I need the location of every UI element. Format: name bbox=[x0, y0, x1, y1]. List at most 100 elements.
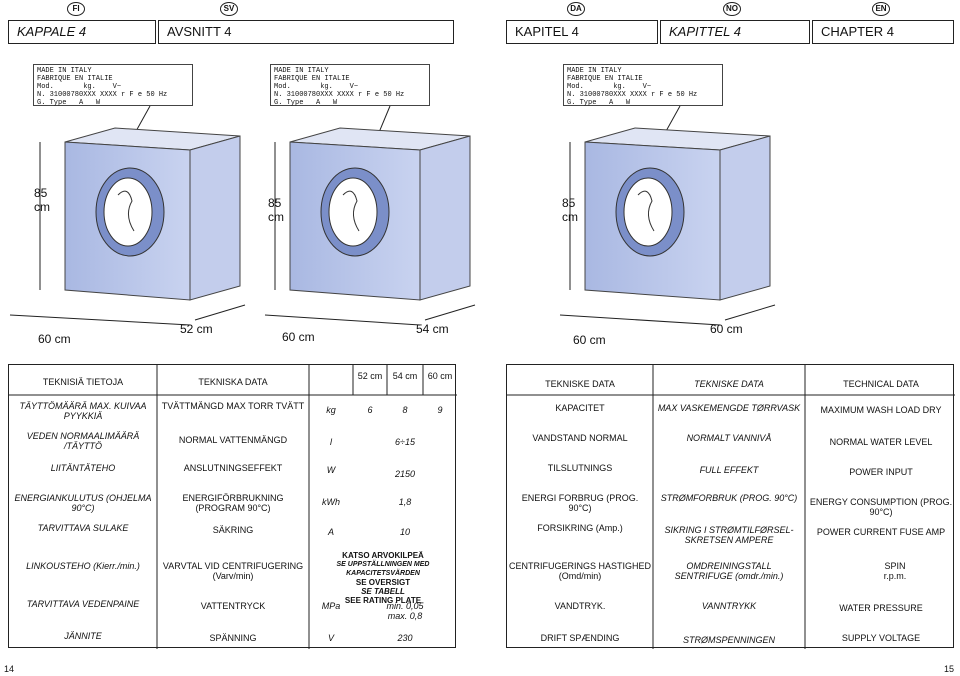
plate-n: N. 31000780XXX XXXX bbox=[567, 91, 647, 99]
right-r7-en: WATER PRESSURE bbox=[839, 603, 923, 613]
right-r3-da: TILSLUTNINGS bbox=[547, 463, 613, 473]
left-r4-sv: ENERGIFÖRBRUKNING (PROGRAM 90°C) bbox=[182, 493, 284, 513]
plate-hz: 50 Hz bbox=[146, 91, 168, 99]
lang-no-badge: NO bbox=[723, 2, 741, 16]
left-r6-v1: KATSO ARVOKILPEÄ bbox=[342, 551, 424, 560]
plate-line1: MADE IN ITALY bbox=[274, 67, 329, 75]
left-r6-v3: SE OVERSIGT bbox=[355, 578, 411, 587]
right-r4-en: ENERGY CONSUMPTION (PROG. 90°C) bbox=[809, 497, 953, 517]
dim-height-3: 85 cm bbox=[562, 196, 578, 224]
right-r1-da: KAPACITET bbox=[555, 403, 605, 413]
left-h-sv: TEKNISKA DATA bbox=[198, 377, 268, 387]
plate-type: Type bbox=[579, 99, 597, 107]
plate-kg: kg. bbox=[83, 83, 96, 91]
left-r6-sv: VARVTAL VID CENTRIFUGERING (Varv/min) bbox=[162, 561, 304, 581]
left-r6-value: KATSO ARVOKILPEÄ SE UPPSTÄLLNINGEN MED K… bbox=[309, 551, 457, 605]
dim-width-2: 60 cm bbox=[282, 330, 315, 344]
plate-mod: Mod. bbox=[567, 83, 584, 91]
dim-height-1: 85 cm bbox=[34, 186, 50, 214]
rating-plate-1: MADE IN ITALY FABRIQUE EN ITALIE Mod. kg… bbox=[33, 64, 193, 107]
left-r7-v1: min. 0,05 bbox=[386, 601, 424, 611]
left-r5-sv: SÄKRING bbox=[212, 525, 254, 535]
plate-kg: kg. bbox=[320, 83, 333, 91]
right-r7-no: VANNTRYKK bbox=[701, 601, 757, 611]
washer-2 bbox=[289, 127, 471, 301]
right-r8-da: DRIFT SPÆNDING bbox=[540, 633, 620, 643]
washer-1 bbox=[64, 127, 241, 301]
right-r1-no: MAX VASKEMENGDE TØRRVASK bbox=[657, 403, 801, 413]
lang-en-badge: EN bbox=[872, 2, 890, 16]
dim-width-3: 60 cm bbox=[573, 333, 606, 347]
left-r2-sv: NORMAL VATTENMÄNGD bbox=[178, 435, 288, 445]
chapter-no: KAPITTEL 4 bbox=[660, 20, 810, 44]
left-r6-fi: LINKOUSTEHO (Kierr./min.) bbox=[26, 561, 140, 571]
left-r1-fi: TÄYTTÖMÄÄRÄ MAX. KUIVAA PYYKKIÄ bbox=[19, 401, 147, 421]
left-r1-54: 8 bbox=[402, 405, 408, 415]
washer-illustrations bbox=[9, 105, 776, 326]
dim-depth-1: 52 cm bbox=[180, 322, 213, 336]
plate-g: G. bbox=[274, 99, 283, 107]
left-r8-value: 230 bbox=[397, 633, 413, 643]
plate-line1: MADE IN ITALY bbox=[567, 67, 622, 75]
left-r7-v2: max. 0,8 bbox=[387, 611, 423, 621]
lang-da-badge: DA bbox=[567, 2, 585, 16]
left-r1-sv: TVÄTTMÄNGD MAX TORR TVÄTT bbox=[161, 401, 305, 411]
right-r6-en: SPIN r.p.m. bbox=[883, 561, 907, 581]
plate-w: W bbox=[625, 99, 631, 107]
left-r1-60: 9 bbox=[437, 405, 443, 415]
lang-fi-badge: FI bbox=[67, 2, 85, 16]
plate-v: V~ bbox=[349, 83, 359, 91]
left-r4-fi: ENERGIANKULUTUS (OHJELMA 90°C) bbox=[14, 493, 152, 513]
left-r7-unit: MPa bbox=[321, 601, 341, 611]
left-r3-unit: W bbox=[326, 465, 336, 475]
right-r1-en: MAXIMUM WASH LOAD DRY bbox=[820, 405, 942, 415]
left-r7-sv: VATTENTRYCK bbox=[200, 601, 266, 611]
left-h-fi: TEKNISIÄ TIETOJA bbox=[42, 377, 124, 387]
tech-table-left: TEKNISIÄ TIETOJA TEKNISKA DATA 52 cm 54 … bbox=[8, 364, 457, 649]
left-r2-value: 6÷15 bbox=[395, 437, 415, 447]
right-r5-da: FORSIKRING (Amp.) bbox=[537, 523, 623, 533]
dim-depth-2: 54 cm bbox=[416, 322, 449, 336]
left-r4-value: 1,8 bbox=[398, 497, 412, 507]
right-r3-no: FULL EFFEKT bbox=[699, 465, 759, 475]
plate-w: W bbox=[95, 99, 101, 107]
left-h-60: 60 cm bbox=[427, 371, 453, 381]
left-r3-value: 2150 bbox=[394, 469, 416, 479]
right-r4-no: STRØMFORBRUK (PROG. 90°C) bbox=[660, 493, 798, 503]
page-number-right: 15 bbox=[944, 664, 955, 674]
washer-3 bbox=[584, 127, 771, 301]
plate-fe: r F e bbox=[121, 91, 143, 99]
tech-table-right: TEKNISKE DATA TEKNISKE DATA TECHNICAL DA… bbox=[506, 364, 955, 649]
left-r6-v4: SE TABELL bbox=[361, 587, 405, 596]
rating-plate-3: MADE IN ITALY FABRIQUE EN ITALIE Mod. kg… bbox=[563, 64, 723, 107]
right-h-da: TEKNISKE DATA bbox=[545, 379, 615, 389]
plate-v: V~ bbox=[642, 83, 652, 91]
plate-g: G. bbox=[37, 99, 46, 107]
plate-n: N. 31000780XXX XXXX bbox=[37, 91, 117, 99]
right-r6-da: CENTRIFUGERINGS HASTIGHED (Omd/min) bbox=[509, 561, 652, 581]
right-r5-en: POWER CURRENT FUSE AMP bbox=[816, 527, 946, 537]
right-r8-no: STRØMSPENNINGEN bbox=[682, 635, 775, 645]
chapter-en: CHAPTER 4 bbox=[812, 20, 954, 44]
chapter-fi: KAPPALE 4 bbox=[8, 20, 156, 44]
plate-v: V~ bbox=[112, 83, 122, 91]
plate-w: W bbox=[332, 99, 338, 107]
left-r7-value: min. 0,05 max. 0,8 bbox=[353, 601, 457, 621]
right-h-no: TEKNISKE DATA bbox=[694, 379, 764, 389]
dim-depth-3: 60 cm bbox=[710, 322, 743, 336]
left-r2-fi: VEDEN NORMAALIMÄÄRÄ /TÄYTTÖ bbox=[26, 431, 140, 451]
plate-n: N. 31000780XXX XXXX bbox=[274, 91, 354, 99]
plate-a: A bbox=[609, 99, 614, 107]
plate-hz: 50 Hz bbox=[676, 91, 698, 99]
right-r2-da: VANDSTAND NORMAL bbox=[532, 433, 628, 443]
right-r6-no: OMDREININGSTALL SENTRIFUGE (omdr./min.) bbox=[674, 561, 784, 581]
dim-width-1: 60 cm bbox=[38, 332, 71, 346]
plate-mod: Mod. bbox=[274, 83, 291, 91]
plate-a: A bbox=[79, 99, 84, 107]
left-r1-52: 6 bbox=[367, 405, 373, 415]
left-h-54: 54 cm bbox=[392, 371, 418, 381]
left-r3-sv: ANSLUTNINGSEFFEKT bbox=[183, 463, 283, 473]
left-r6-v5: SEE RATING PLATE bbox=[344, 596, 422, 605]
plate-line2: FABRIQUE EN ITALIE bbox=[37, 75, 113, 83]
left-r3-fi: LIITÄNTÄTEHO bbox=[50, 463, 116, 473]
